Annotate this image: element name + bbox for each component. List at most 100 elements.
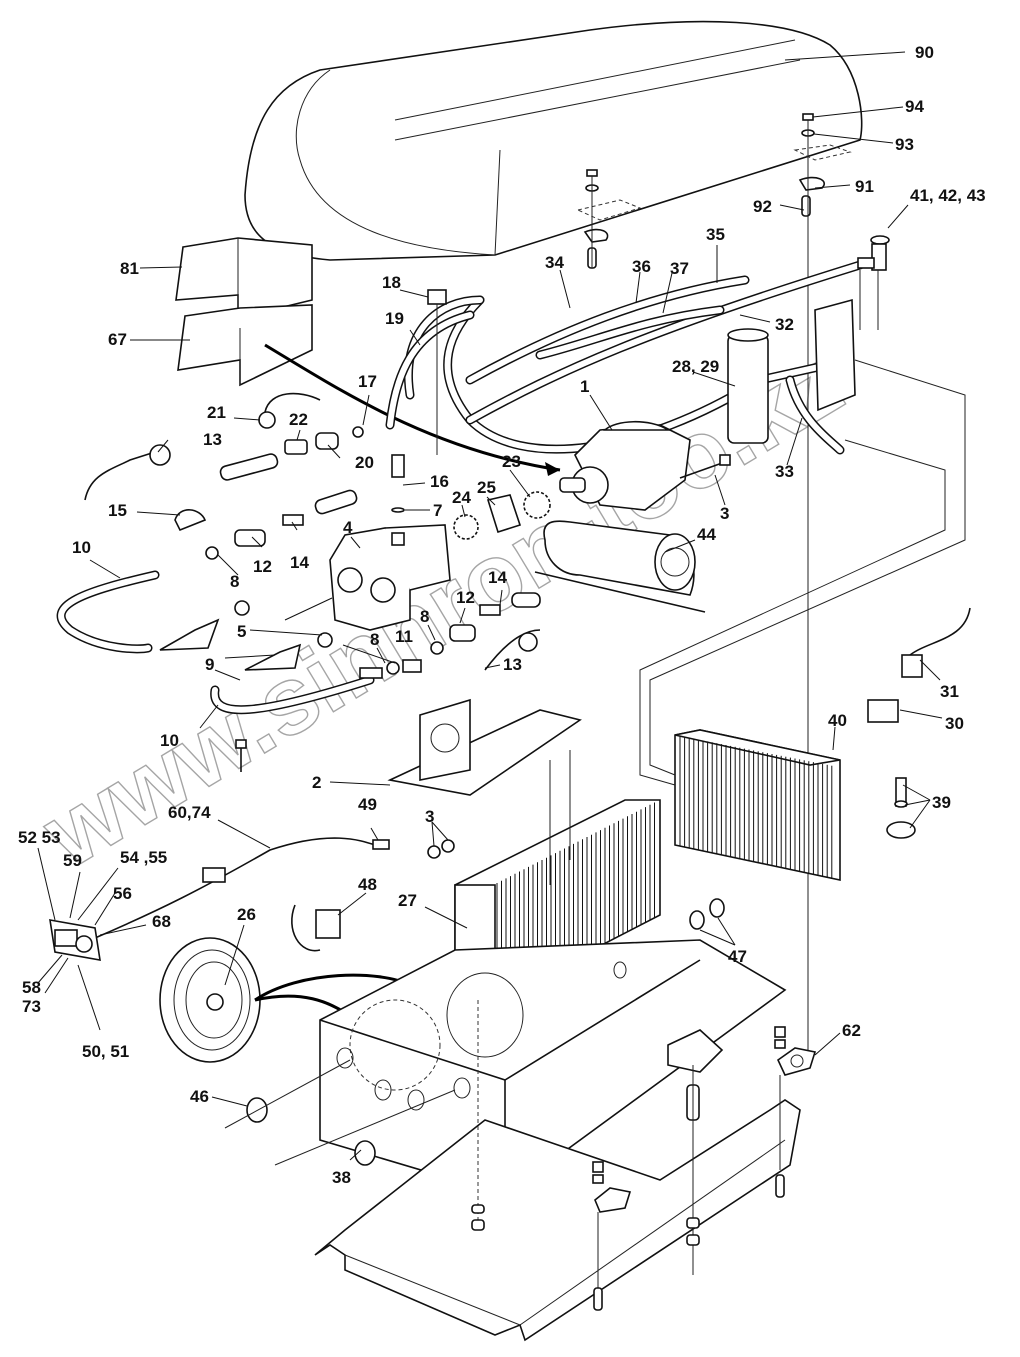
callout-3-lower: 3 [425, 807, 434, 826]
relay-48 [291, 904, 341, 952]
callout-19: 19 [385, 309, 404, 328]
hydraulic-hose-lower [210, 675, 375, 715]
cap-strap-21 [264, 392, 321, 413]
callout-12-lower: 12 [456, 588, 475, 607]
callout-13-lower: 13 [503, 655, 522, 674]
gear-24 [453, 514, 479, 540]
callout-62: 62 [842, 1021, 861, 1040]
base-plate [314, 1099, 801, 1342]
callout-35: 35 [706, 225, 725, 244]
callout-12-upper: 12 [253, 557, 272, 576]
callout-32: 32 [775, 315, 794, 334]
callout-60-74: 60,74 [168, 803, 211, 822]
callout-36: 36 [632, 257, 651, 276]
callout-10-lower: 10 [160, 731, 179, 750]
o-ring-46 [246, 1097, 268, 1123]
lower-shroud [177, 304, 313, 387]
callout-44: 44 [697, 525, 716, 544]
cap-strap-13b [484, 629, 541, 671]
motor-bracket [387, 698, 582, 796]
callout-1: 1 [580, 377, 589, 396]
callout-28-29: 28, 29 [672, 357, 719, 376]
callout-23: 23 [502, 452, 521, 471]
callout-13-upper: 13 [203, 430, 222, 449]
callout-81: 81 [120, 259, 139, 278]
callout-labels: 90 94 93 91 92 41, 42, 43 81 67 18 19 34… [18, 43, 986, 1187]
callout-92: 92 [753, 197, 772, 216]
callout-33: 33 [775, 462, 794, 481]
o-ring-38 [354, 1140, 376, 1166]
callout-30: 30 [945, 714, 964, 733]
harness-connector [202, 867, 226, 883]
nut-3 [427, 845, 441, 859]
leader-lines [37, 51, 943, 1161]
callout-47: 47 [728, 947, 747, 966]
o-ring-47a [689, 910, 705, 930]
cover-mount-hardware-left [576, 169, 642, 269]
valve-fitting [857, 235, 890, 271]
connector-49 [372, 839, 390, 850]
coupling-sleeve [486, 494, 522, 534]
callout-3-upper: 3 [720, 504, 729, 523]
bracket-plate [814, 298, 856, 412]
connector-31 [901, 654, 923, 678]
callout-14-lower: 14 [488, 568, 507, 587]
tee-fitting [427, 289, 447, 305]
control-panel [49, 919, 101, 961]
callout-37: 37 [670, 259, 689, 278]
callout-17: 17 [358, 372, 377, 391]
receiver-drier [727, 328, 769, 444]
top-cover [244, 20, 863, 261]
callout-93: 93 [895, 135, 914, 154]
callout-8-upper: 8 [230, 572, 239, 591]
callout-31: 31 [940, 682, 959, 701]
fitting-16 [391, 454, 405, 478]
cover-mount-hardware-right [793, 113, 852, 1060]
callout-39: 39 [932, 793, 951, 812]
relay-30 [867, 699, 899, 723]
callout-56: 56 [113, 884, 132, 903]
callout-24: 24 [452, 488, 471, 507]
hydraulic-motor [329, 524, 451, 631]
callout-52-53: 52 53 [18, 828, 61, 847]
callout-54-55: 54 ,55 [120, 848, 167, 867]
callout-67: 67 [108, 330, 127, 349]
callout-8-mid: 8 [420, 607, 429, 626]
callout-16: 16 [430, 472, 449, 491]
o-ring-47b [709, 898, 725, 918]
cap-strap-13 [84, 451, 156, 501]
callout-9: 9 [205, 655, 214, 674]
callout-73: 73 [22, 997, 41, 1016]
vibration-mount [774, 1026, 817, 1198]
callout-22: 22 [289, 410, 308, 429]
callout-8-lower: 8 [370, 630, 379, 649]
callout-5: 5 [237, 622, 246, 641]
callout-11: 11 [395, 627, 413, 646]
callout-58: 58 [22, 978, 41, 997]
callout-26: 26 [237, 905, 256, 924]
callout-4: 4 [343, 518, 353, 537]
callout-46: 46 [190, 1087, 209, 1106]
callout-91: 91 [855, 177, 874, 196]
callout-25: 25 [477, 478, 496, 497]
fan-wheel [159, 937, 261, 1063]
callout-34: 34 [545, 253, 564, 272]
hydraulic-hose-upper [56, 570, 160, 654]
callout-48: 48 [358, 875, 377, 894]
gear-23 [523, 491, 551, 519]
washer-7 [391, 507, 405, 513]
callout-2: 2 [312, 773, 321, 792]
bolt [679, 454, 731, 479]
callout-7: 7 [433, 501, 442, 520]
callout-50-51: 50, 51 [82, 1042, 129, 1061]
callout-15: 15 [108, 501, 127, 520]
compressor [559, 420, 691, 511]
callout-41-42-43: 41, 42, 43 [910, 186, 986, 205]
callout-49: 49 [358, 795, 377, 814]
clamp [174, 509, 207, 532]
condenser [674, 729, 841, 881]
callout-18: 18 [382, 273, 401, 292]
vibration-mount-lower [592, 1161, 632, 1311]
refrigerant-hoses [404, 260, 865, 455]
